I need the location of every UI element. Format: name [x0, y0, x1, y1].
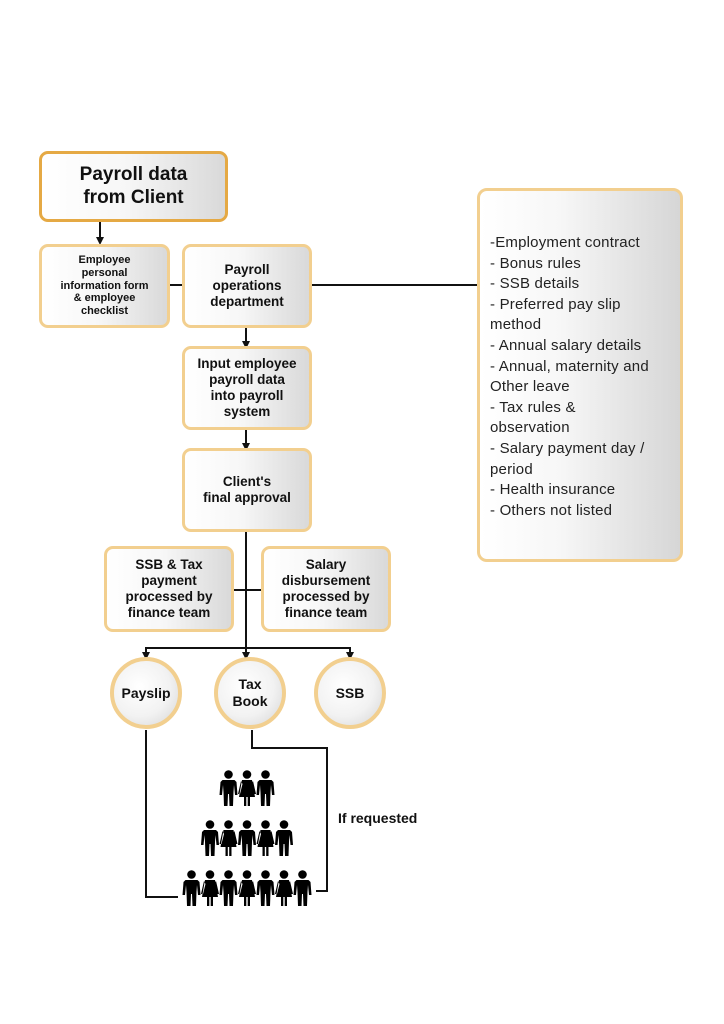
requirement-item: - SSB details — [490, 275, 580, 293]
payroll-ops-box: Payroll operations department — [182, 244, 312, 328]
person-icon — [256, 820, 275, 856]
requirement-item: - Salary payment day / period — [490, 439, 645, 478]
person-icon — [256, 770, 275, 806]
person-icon — [256, 870, 275, 906]
client-approval-box: Client's final approval — [182, 448, 312, 532]
ssb-circle: SSB — [314, 657, 386, 729]
requirement-item: - Health insurance — [490, 481, 616, 499]
requirement-item: - Annual, maternity and Other leave — [490, 357, 649, 396]
ssb-label: SSB — [335, 684, 365, 701]
requirement-item: - Annual salary details — [490, 336, 642, 354]
requirement-item: - Tax rules & observation — [490, 398, 576, 437]
payslip-circle: Payslip — [110, 657, 182, 729]
employee-form-box: Employee personal information form & emp… — [39, 244, 170, 328]
person-icon — [293, 870, 312, 906]
requirement-item: - Preferred pay slip method — [490, 295, 621, 334]
tax-book-circle: Tax Book — [214, 657, 286, 729]
person-icon — [238, 770, 256, 806]
person-icon — [201, 870, 219, 906]
requirements-list: -Employment contract - Bonus rules - SSB d… — [490, 233, 670, 521]
person-icon — [219, 870, 238, 906]
people-pyramid-icon — [182, 770, 312, 906]
person-icon — [275, 870, 293, 906]
person-icon — [238, 820, 256, 856]
connector-taxbook-to-employees — [251, 730, 328, 892]
employee-form-label: Employee personal information form & emp… — [60, 253, 149, 318]
ssb-tax-label: SSB & Tax payment processed by finance t… — [125, 557, 213, 620]
requirements-box: -Employment contract - Bonus rules - SSB d… — [477, 188, 683, 562]
salary-disbursement-label: Salary disbursement processed by finance… — [281, 557, 371, 620]
input-data-box: Input employee payroll data into payroll… — [182, 346, 312, 430]
payroll-data-box: Payroll data from Client — [39, 151, 228, 222]
ssb-tax-box: SSB & Tax payment processed by finance t… — [104, 546, 234, 632]
requirement-item: - Bonus rules — [490, 254, 581, 272]
payroll-ops-label: Payroll operations department — [210, 262, 284, 309]
tax-book-label: Tax Book — [232, 676, 268, 709]
requirement-item: -Employment contract — [490, 234, 640, 251]
input-data-label: Input employee payroll data into payroll… — [197, 356, 297, 419]
person-icon — [238, 870, 256, 906]
person-icon — [275, 820, 293, 856]
requirement-item: - Others not listed — [490, 501, 613, 519]
client-approval-label: Client's final approval — [203, 474, 291, 505]
payslip-label: Payslip — [121, 684, 171, 701]
salary-disbursement-box: Salary disbursement processed by finance… — [261, 546, 391, 632]
if-requested-note: If requested — [338, 810, 418, 826]
person-icon — [219, 770, 238, 806]
person-icon — [201, 820, 219, 856]
connector-payslip-to-employees — [145, 730, 178, 898]
payroll-data-label: Payroll data from Client — [79, 164, 188, 208]
person-icon — [219, 820, 238, 856]
person-icon — [182, 870, 201, 906]
